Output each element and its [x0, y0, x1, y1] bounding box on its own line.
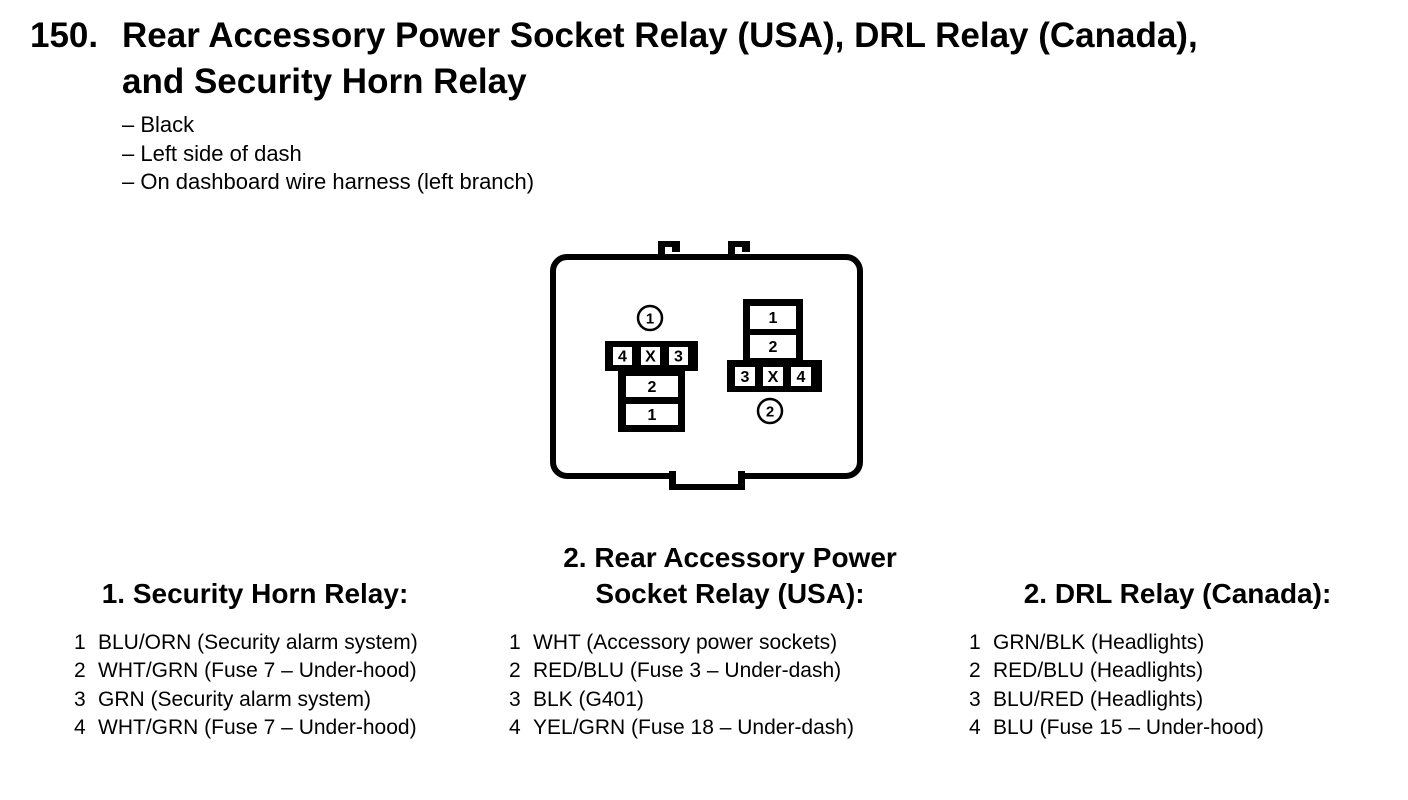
callout-number-1: 1 — [646, 311, 654, 328]
pin-number: 3 — [969, 687, 981, 711]
relay2-strip-cell — [763, 367, 783, 386]
pin-description: BLU/RED (Headlights) — [993, 687, 1204, 711]
pin-row: 1 WHT (Accessory power sockets) — [509, 629, 970, 657]
pin-description: BLU/ORN (Security alarm system) — [98, 631, 418, 654]
pin-number: 1 — [969, 631, 981, 654]
relay1-strip-cell — [641, 347, 660, 365]
note-harness: – On dashboard wire harness (left branch… — [122, 169, 535, 194]
location-notes: – Black – Left side of dash – On dashboa… — [122, 111, 534, 197]
relay2-pin-label: X — [768, 369, 779, 386]
top-clip-left — [658, 241, 680, 258]
pin-row: 2 RED/BLU (Headlights) — [969, 657, 1405, 685]
pin-number: 3 — [509, 687, 521, 711]
relay1-strip-cell — [613, 347, 632, 365]
pin-description: RED/BLU (Fuse 3 – Under-dash) — [533, 659, 842, 683]
pin-row: 2 RED/BLU (Fuse 3 – Under-dash) — [509, 657, 970, 685]
column-heading: 2. Rear Accessory Power Socket Relay (US… — [490, 538, 970, 612]
pin-list: 1 BLU/ORN (Security alarm system) 2 WHT/… — [55, 629, 455, 743]
callout-number-2: 2 — [766, 404, 774, 421]
relay2-pin-label: 3 — [741, 369, 750, 386]
top-clip-right — [728, 241, 750, 258]
bottom-tab-gap — [676, 470, 738, 479]
pin-number: 1 — [509, 631, 521, 654]
pin-list: 1 GRN/BLK (Headlights) 2 RED/BLU (Headli… — [950, 629, 1405, 743]
note-color: – Black — [122, 112, 195, 137]
relay1-pin-label: 2 — [648, 379, 657, 396]
pin-number: 2 — [969, 659, 981, 683]
pin-description: WHT/GRN (Fuse 7 – Under-hood) — [98, 716, 417, 740]
column-heading: 2. DRL Relay (Canada): — [950, 538, 1405, 612]
relay2-column-cell — [750, 306, 796, 329]
figure-title-text: Rear Accessory Power Socket Relay (USA),… — [122, 13, 1382, 105]
title-line: and Security Horn Relay — [122, 62, 527, 101]
bottom-tab-left — [669, 471, 676, 490]
pin-row: 4 YEL/GRN (Fuse 18 – Under-dash) — [509, 714, 970, 742]
callout-circle-2 — [756, 397, 784, 425]
heading-line: 2. Rear Accessory Power — [563, 542, 897, 573]
pin-row: 4 WHT/GRN (Fuse 7 – Under-hood) — [74, 714, 455, 742]
relay1-pin-label: 3 — [674, 349, 683, 366]
relay2-column-cell — [750, 335, 796, 358]
pin-description: WHT/GRN (Fuse 7 – Under-hood) — [98, 659, 417, 683]
pin-row: 3 GRN (Security alarm system) — [74, 686, 455, 714]
legend-security-horn-relay: 1. Security Horn Relay: 1 BLU/ORN (Secur… — [55, 538, 455, 743]
relay1-column-cell — [626, 376, 678, 397]
heading-line: Socket Relay (USA): — [595, 578, 865, 609]
connector-diagram: 1 4 X 3 2 1 1 2 3 X 4 — [535, 230, 875, 500]
pin-description: BLK (G401) — [533, 687, 644, 711]
pin-description: GRN/BLK (Headlights) — [993, 631, 1205, 654]
relay1-column-cell — [626, 404, 678, 425]
pin-number: 2 — [74, 659, 86, 683]
pin-number: 4 — [74, 716, 86, 740]
relay2-pin-label: 1 — [769, 310, 778, 327]
relay2-strip-cell — [791, 367, 811, 386]
pin-row: 4 BLU (Fuse 15 – Under-hood) — [969, 714, 1405, 742]
column-heading: 1. Security Horn Relay: — [55, 538, 455, 612]
figure-number: 150. — [30, 16, 99, 55]
pin-row: 3 BLU/RED (Headlights) — [969, 686, 1405, 714]
pin-list: 1 WHT (Accessory power sockets) 2 RED/BL… — [490, 629, 970, 743]
bottom-tab-bar — [669, 484, 745, 490]
pin-row: 1 GRN/BLK (Headlights) — [969, 629, 1405, 657]
title-line: Rear Accessory Power Socket Relay (USA),… — [122, 16, 1198, 55]
pin-description: WHT (Accessory power sockets) — [533, 631, 838, 654]
pin-row: 3 BLK (G401) — [509, 686, 970, 714]
legend-drl-relay: 2. DRL Relay (Canada): 1 GRN/BLK (Headli… — [950, 538, 1405, 743]
pin-description: BLU (Fuse 15 – Under-hood) — [993, 716, 1264, 740]
pin-number: 4 — [509, 716, 521, 740]
relay1-pin-label: 4 — [618, 349, 627, 366]
pin-number: 3 — [74, 687, 86, 711]
pin-row: 2 WHT/GRN (Fuse 7 – Under-hood) — [74, 657, 455, 685]
pin-number: 4 — [969, 716, 981, 740]
pin-number: 2 — [509, 659, 521, 683]
relay1-pin-label: X — [645, 349, 656, 366]
pin-row: 1 BLU/ORN (Security alarm system) — [74, 629, 455, 657]
callout-circle-1 — [636, 304, 664, 332]
pin-number: 1 — [74, 631, 86, 654]
pin-description: GRN (Security alarm system) — [98, 687, 372, 711]
relay2-strip-cell — [735, 367, 755, 386]
connector-diagram-svg: 1 4 X 3 2 1 1 2 3 X 4 — [550, 241, 863, 490]
bottom-tab-right — [738, 471, 745, 484]
pin-description: YEL/GRN (Fuse 18 – Under-dash) — [533, 716, 854, 740]
legend-rear-accessory-power-socket-relay: 2. Rear Accessory Power Socket Relay (US… — [490, 538, 970, 743]
figure-title: 150. Rear Accessory Power Socket Relay (… — [30, 13, 1382, 105]
relay1-strip-cell — [669, 347, 688, 365]
heading-line: 1. Security Horn Relay: — [101, 578, 409, 609]
relay2-pin-label: 4 — [797, 369, 806, 386]
note-location: – Left side of dash — [122, 140, 302, 166]
relay2-pin-label: 2 — [769, 339, 778, 356]
pin-description: RED/BLU (Headlights) — [993, 659, 1204, 683]
relay1-pin-label: 1 — [648, 407, 657, 424]
heading-line: 2. DRL Relay (Canada): — [1023, 578, 1332, 609]
